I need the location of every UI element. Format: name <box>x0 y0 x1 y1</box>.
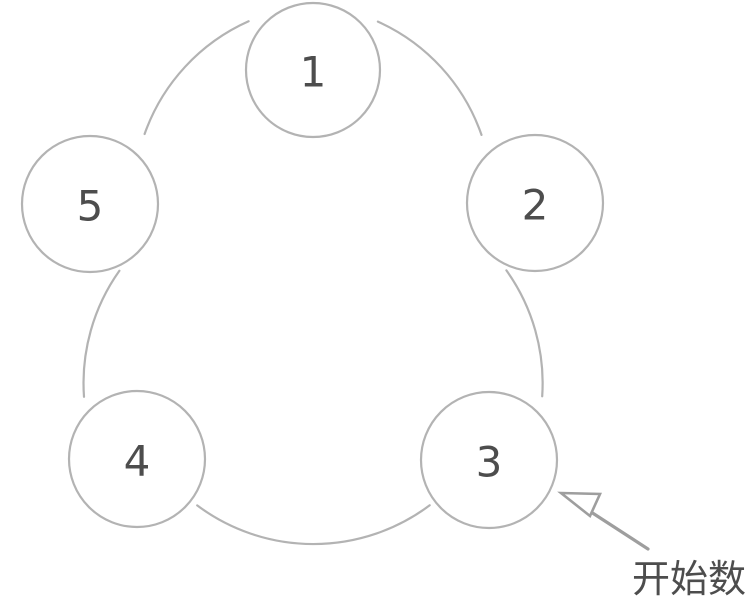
arrow-head-icon <box>557 491 602 519</box>
edge-group <box>82 20 544 546</box>
edge-5-1 <box>143 20 250 136</box>
node-4-circle[interactable] <box>67 389 207 529</box>
edge-3-4 <box>196 504 431 546</box>
node-2[interactable]: 2 <box>465 133 605 273</box>
arrow-shaft <box>589 510 650 551</box>
node-5-circle[interactable] <box>20 134 160 274</box>
annotation-arrow <box>557 491 650 551</box>
node-5[interactable]: 5 <box>20 134 160 274</box>
edge-4-5 <box>82 269 121 398</box>
annotation-label: 开始数 <box>632 557 746 601</box>
node-3[interactable]: 3 <box>419 390 559 530</box>
edge-1-2 <box>376 20 483 136</box>
node-3-circle[interactable] <box>419 390 559 530</box>
node-group: 1 2 3 4 5 <box>20 1 605 530</box>
node-2-label: 2 <box>522 181 549 230</box>
node-4-label: 4 <box>124 437 151 486</box>
node-5-label: 5 <box>77 182 104 231</box>
node-2-circle[interactable] <box>465 133 605 273</box>
node-1[interactable]: 1 <box>244 1 382 139</box>
node-1-label: 1 <box>300 48 327 97</box>
node-1-circle[interactable] <box>244 1 382 139</box>
node-4[interactable]: 4 <box>67 389 207 529</box>
node-3-label: 3 <box>476 438 503 487</box>
edge-2-3 <box>505 269 544 398</box>
